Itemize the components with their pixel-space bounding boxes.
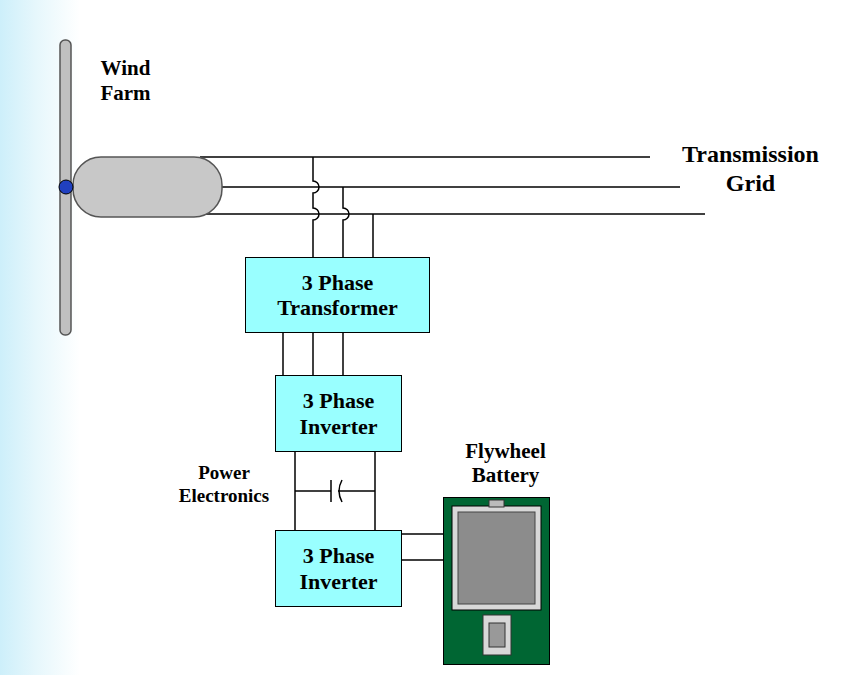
node-heading: Flywheel Battery	[443, 439, 568, 487]
box-label: 3 Phase Transformer	[254, 270, 421, 321]
farm-label: Wind Farm	[88, 56, 163, 106]
grid-label: Transmission Grid	[668, 140, 833, 198]
inverter-box: 3 Phase Inverter	[275, 375, 402, 452]
nacelle	[73, 157, 222, 217]
transformer-box: 3 Phase Transformer	[245, 257, 430, 333]
wire-bundle	[402, 534, 443, 560]
box-label: 3 Phase Inverter	[284, 543, 393, 594]
wire-bundle	[283, 333, 343, 375]
rotor-hub	[59, 180, 73, 194]
flywheel-battery: Flywheel Battery	[443, 497, 550, 665]
flywheel-drawing	[443, 497, 550, 665]
power-electronics-label: Power Electronics	[176, 462, 272, 508]
inverter-box: 3 Phase Inverter	[275, 530, 402, 607]
grid-wires	[200, 157, 705, 257]
wire-bundle	[295, 452, 375, 530]
box-label: 3 Phase Inverter	[284, 388, 393, 439]
